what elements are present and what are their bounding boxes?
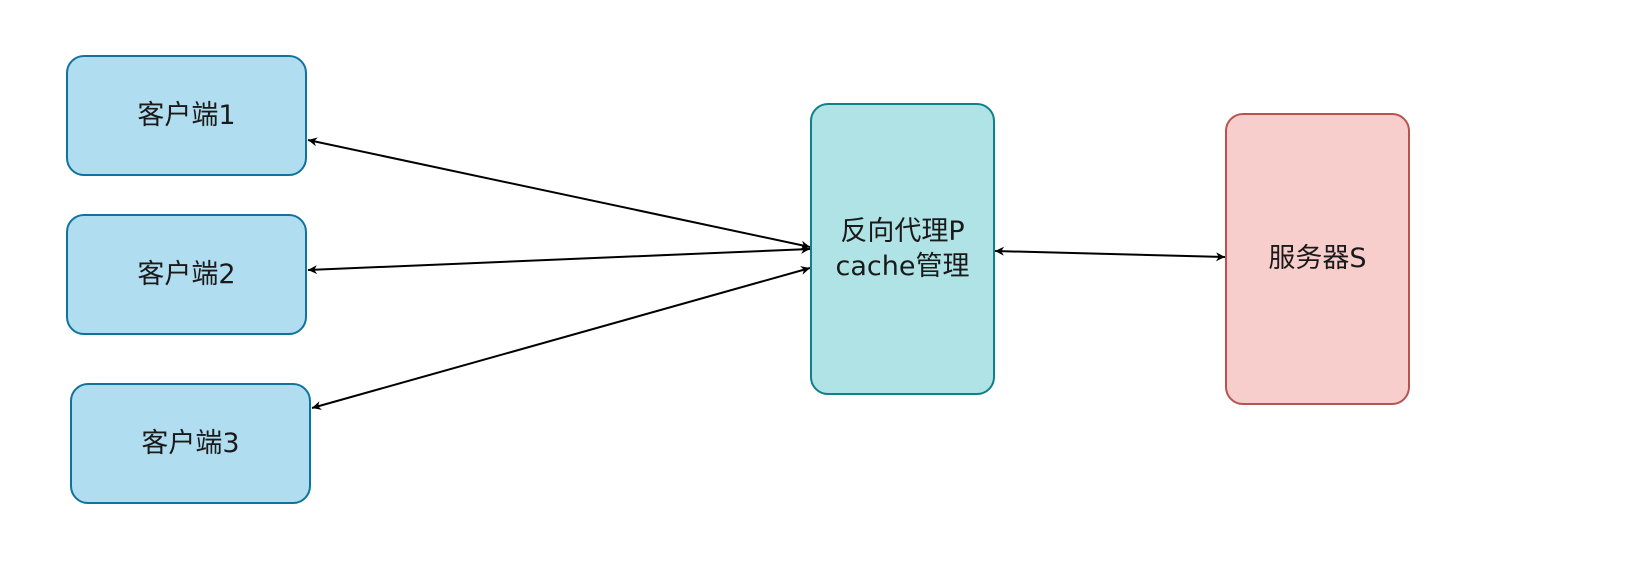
client-1-node[interactable]: 客户端1 bbox=[66, 55, 307, 176]
server-node[interactable]: 服务器S bbox=[1225, 113, 1410, 405]
edge-proxy-server[interactable] bbox=[994, 246, 1226, 262]
edge-client2-proxy[interactable] bbox=[307, 244, 811, 275]
client-2-node[interactable]: 客户端2 bbox=[66, 214, 307, 335]
edge-client1-proxy[interactable] bbox=[307, 137, 811, 250]
server-label: 服务器S bbox=[1268, 243, 1367, 275]
client-2-label: 客户端2 bbox=[137, 258, 236, 290]
reverse-proxy-node[interactable]: 反向代理P cache管理 bbox=[810, 103, 995, 395]
client-1-label: 客户端1 bbox=[137, 99, 236, 131]
client-3-node[interactable]: 客户端3 bbox=[70, 383, 311, 504]
client-3-label: 客户端3 bbox=[141, 427, 240, 459]
edge-client3-proxy[interactable] bbox=[311, 266, 811, 410]
reverse-proxy-label: 反向代理P cache管理 bbox=[835, 215, 970, 282]
